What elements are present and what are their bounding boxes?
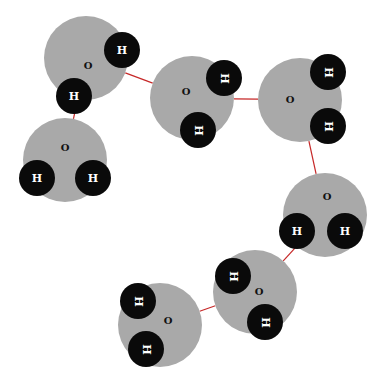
hydrogen-bond [200, 306, 216, 311]
hydrogen-atom: H [279, 213, 315, 249]
atom-symbol: H [219, 73, 230, 83]
oxygen-atom: O H H [44, 16, 128, 100]
atom-symbol: O [164, 316, 173, 326]
hydrogen-atom: H [310, 54, 346, 90]
oxygen-atom: O H H [118, 283, 202, 367]
atom-symbol: H [292, 226, 302, 237]
hydrogen-atom: H [75, 160, 111, 196]
hydrogen-atom: H [247, 304, 283, 340]
atom-symbol: H [340, 226, 350, 237]
atom-symbol: H [228, 271, 239, 281]
atom-symbol: H [323, 121, 334, 131]
atom-symbol: H [69, 91, 79, 102]
atom-symbol: O [61, 143, 70, 153]
hydrogen-atom: H [327, 213, 363, 249]
oxygen-atom: O H H [258, 58, 342, 142]
hydrogen-atom: H [120, 283, 156, 319]
atom-symbol: H [133, 296, 144, 306]
atom-symbol: O [323, 192, 332, 202]
atom-symbol: H [260, 317, 271, 327]
hydrogen-bond [309, 141, 316, 174]
atom-symbol: H [193, 125, 204, 135]
atom-symbol: H [32, 173, 42, 184]
hydrogen-atom: H [104, 32, 140, 68]
atom-symbol: O [286, 95, 295, 105]
hydrogen-atom: H [19, 160, 55, 196]
atom-symbol: O [84, 61, 93, 71]
hydrogen-atom: H [128, 331, 164, 367]
oxygen-atom: O H H [23, 118, 107, 202]
atom-symbol: H [88, 173, 98, 184]
hydrogen-atom: H [215, 258, 251, 294]
atom-symbol: O [255, 287, 264, 297]
hydrogen-atom: H [56, 78, 92, 114]
atom-symbol: O [182, 87, 191, 97]
hydrogen-atom: H [310, 108, 346, 144]
hydrogen-bond [125, 73, 152, 83]
atom-symbol: H [141, 344, 152, 354]
oxygen-atom: O H H [150, 56, 234, 140]
hydrogen-atom: H [206, 60, 242, 96]
atom-symbol: H [117, 45, 127, 56]
oxygen-atom: O H H [213, 250, 297, 334]
atom-symbol: H [323, 67, 334, 77]
hydrogen-atom: H [180, 112, 216, 148]
hydrogen-bond [234, 98, 258, 100]
oxygen-atom: O H H [283, 173, 367, 257]
